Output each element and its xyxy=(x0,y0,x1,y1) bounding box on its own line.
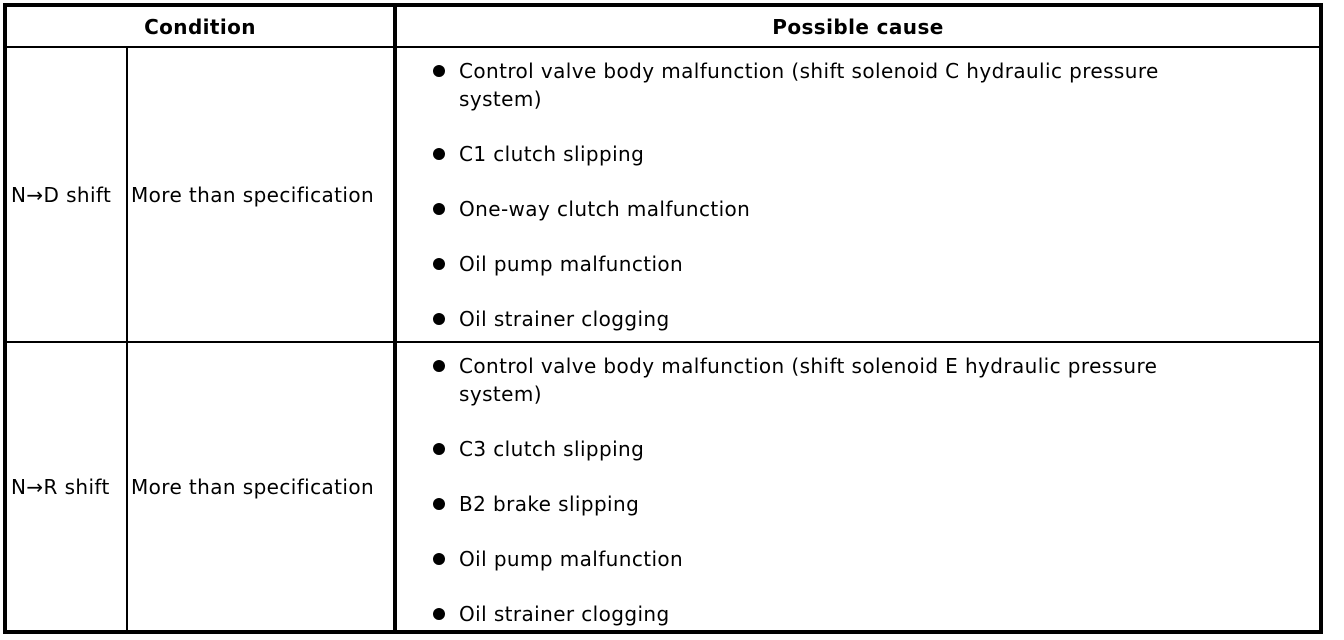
cause-text: Oil pump malfunction xyxy=(459,547,684,572)
bullet-icon xyxy=(433,148,446,160)
bullet-icon xyxy=(433,65,446,77)
bullet-icon xyxy=(433,258,446,270)
shift-cell-nd: N→D shift xyxy=(5,45,128,343)
cause-text: One-way clutch malfunction xyxy=(459,197,751,221)
conditions-table: Condition Possible cause N→D shift More … xyxy=(3,3,1323,634)
bullet-icon xyxy=(433,313,446,325)
bullet-icon xyxy=(433,498,446,511)
cause-item: One-way clutch malfunction xyxy=(433,195,1311,223)
cause-list: Control valve body malfunction (shift so… xyxy=(433,57,1311,333)
cause-item: C3 clutch slipping xyxy=(433,435,1311,463)
bullet-icon xyxy=(433,608,446,621)
condition-cell-nd: More than specification xyxy=(127,45,396,343)
cause-text: Oil strainer clogging xyxy=(459,602,670,627)
causes-cell-nr: Control valve body malfunction (shift so… xyxy=(393,341,1321,632)
bullet-icon xyxy=(433,203,446,215)
cause-item: C1 clutch slipping xyxy=(433,140,1311,168)
cause-list: Control valve body malfunction (shift so… xyxy=(433,352,1311,628)
condition-cell-nr: More than specification xyxy=(127,341,396,632)
cause-text: Oil strainer clogging xyxy=(459,307,670,331)
cause-item: B2 brake slipping xyxy=(433,490,1311,518)
header-possible-cause: Possible cause xyxy=(393,5,1321,48)
cause-text: Control valve body malfunction (shift so… xyxy=(459,59,1159,111)
cause-text: Control valve body malfunction (shift so… xyxy=(459,354,1158,407)
cause-text: Oil pump malfunction xyxy=(459,252,684,276)
cause-item: Control valve body malfunction (shift so… xyxy=(433,352,1311,408)
cause-item: Oil pump malfunction xyxy=(433,250,1311,278)
cause-item: Oil strainer clogging xyxy=(433,600,1311,628)
cause-item: Oil strainer clogging xyxy=(433,305,1311,333)
cause-text: B2 brake slipping xyxy=(459,492,640,517)
cause-text: C1 clutch slipping xyxy=(459,142,645,166)
bullet-icon xyxy=(433,443,446,456)
causes-cell-nd: Control valve body malfunction (shift so… xyxy=(393,45,1321,343)
header-row: Condition Possible cause xyxy=(5,5,1321,48)
header-condition: Condition xyxy=(5,5,396,48)
shift-cell-nr: N→R shift xyxy=(5,341,128,632)
table-row-nr-shift: N→R shift More than specification Contro… xyxy=(5,341,1321,632)
bullet-icon xyxy=(433,360,446,373)
table-row-nd-shift: N→D shift More than specification Contro… xyxy=(5,45,1321,343)
bullet-icon xyxy=(433,553,446,566)
cause-item: Oil pump malfunction xyxy=(433,545,1311,573)
cause-item: Control valve body malfunction (shift so… xyxy=(433,57,1311,113)
cause-text: C3 clutch slipping xyxy=(459,437,645,462)
